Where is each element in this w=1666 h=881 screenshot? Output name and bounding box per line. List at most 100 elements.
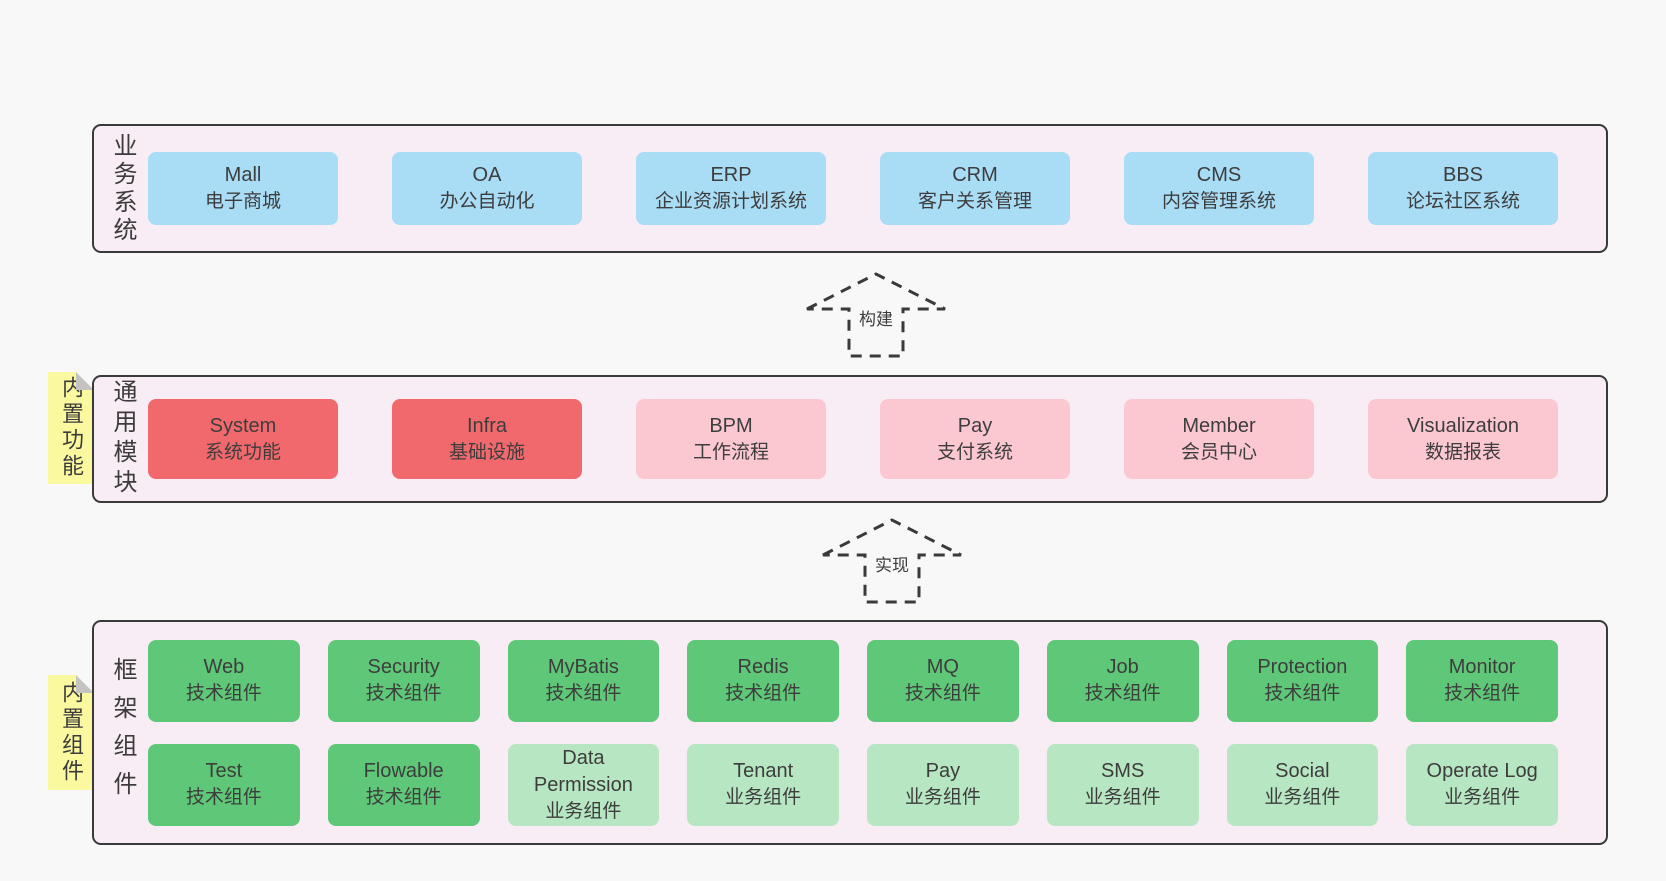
box-title: Tenant: [733, 760, 794, 783]
box-job: Job 技术组件: [1046, 639, 1199, 722]
box-title: Data Permission: [533, 746, 633, 796]
box-data-permission: Data Permission 业务组件: [507, 743, 660, 826]
box-title: SMS: [1100, 760, 1145, 783]
box-title: Redis: [737, 656, 789, 679]
box-title: Security: [367, 656, 440, 679]
box-subtitle: 论坛社区系统: [1405, 191, 1520, 213]
arrow-build: 构建: [806, 272, 946, 358]
box-test: Test 技术组件: [148, 743, 300, 826]
box-subtitle: 业务组件: [904, 787, 981, 809]
box-subtitle: 系统功能: [204, 441, 281, 463]
sticky-label: 内置组件: [59, 680, 84, 785]
box-social: Social 业务组件: [1226, 743, 1379, 826]
box-visualization: Visualization 数据报表: [1368, 399, 1558, 479]
box-operate-log: Operate Log 业务组件: [1406, 743, 1558, 826]
box-web: Web 技术组件: [148, 639, 300, 722]
box-title: Visualization: [1407, 414, 1519, 437]
box-subtitle: 技术组件: [1444, 683, 1521, 705]
box-mall: Mall 电子商城: [148, 152, 338, 225]
box-redis: Redis 技术组件: [687, 639, 839, 722]
box-title: CRM: [952, 164, 998, 187]
box-title: Infra: [466, 414, 508, 437]
layer-framework-components: 框架组件 Web 技术组件 Security 技术组件 MyBatis 技术组件…: [92, 620, 1608, 845]
box-crm: CRM 客户关系管理: [880, 152, 1070, 225]
layer-label: 通用模块: [109, 379, 136, 499]
box-subtitle: 技术组件: [365, 787, 442, 809]
box-title: Flowable: [363, 760, 444, 783]
box-title: Protection: [1257, 656, 1348, 679]
box-flowable: Flowable 技术组件: [327, 743, 480, 826]
box-subtitle: 业务组件: [1084, 787, 1161, 809]
box-title: BBS: [1442, 164, 1484, 187]
box-subtitle: 业务组件: [725, 787, 802, 809]
box-subtitle: 数据报表: [1424, 441, 1501, 463]
box-mybatis: MyBatis 技术组件: [507, 639, 660, 722]
box-subtitle: 业务组件: [545, 800, 622, 822]
box-subtitle: 技术组件: [1084, 683, 1161, 705]
box-member: Member 会员中心: [1124, 399, 1314, 479]
box-title: MQ: [926, 656, 959, 679]
sticky-note-built-in-components: 内置组件: [48, 675, 94, 790]
box-title: Operate Log: [1426, 760, 1538, 783]
box-subtitle: 电子商城: [204, 191, 281, 213]
box-row: Test 技术组件 Flowable 技术组件 Data Permission …: [148, 743, 1558, 826]
box-title: Mall: [224, 164, 262, 187]
box-subtitle: 技术组件: [545, 683, 622, 705]
box-monitor: Monitor 技术组件: [1406, 639, 1558, 722]
layer-common-modules: 通用模块 System 系统功能 Infra 基础设施 BPM 工作流程 Pay…: [92, 375, 1608, 503]
box-row: Web 技术组件 Security 技术组件 MyBatis 技术组件 Redi…: [148, 639, 1558, 722]
box-title: Test: [205, 760, 243, 783]
box-subtitle: 业务组件: [1444, 787, 1521, 809]
box-pay-component: Pay 业务组件: [867, 743, 1019, 826]
box-oa: OA 办公自动化: [392, 152, 582, 225]
box-tenant: Tenant 业务组件: [687, 743, 839, 826]
box-subtitle: 技术组件: [185, 787, 262, 809]
box-subtitle: 技术组件: [725, 683, 802, 705]
box-row: Mall 电子商城 OA 办公自动化 ERP 企业资源计划系统 CRM 客户关系…: [134, 152, 1606, 225]
arrow-implement: 实现: [822, 518, 962, 604]
box-title: CMS: [1196, 164, 1242, 187]
arrow-label: 构建: [855, 304, 897, 331]
box-title: Monitor: [1448, 656, 1516, 679]
box-title: MyBatis: [547, 656, 619, 679]
box-rows: Web 技术组件 Security 技术组件 MyBatis 技术组件 Redi…: [134, 639, 1606, 826]
arrow-label: 实现: [871, 550, 913, 577]
box-cms: CMS 内容管理系统: [1124, 152, 1314, 225]
box-title: System: [209, 414, 277, 437]
box-subtitle: 技术组件: [185, 683, 262, 705]
box-subtitle: 工作流程: [692, 441, 769, 463]
box-title: OA: [472, 164, 502, 187]
sticky-label: 内置功能: [59, 376, 84, 480]
box-subtitle: 支付系统: [936, 441, 1013, 463]
layer-label: 业务系统: [109, 132, 136, 245]
box-subtitle: 企业资源计划系统: [654, 191, 807, 213]
box-protection: Protection 技术组件: [1226, 639, 1379, 722]
box-row: System 系统功能 Infra 基础设施 BPM 工作流程 Pay 支付系统…: [134, 399, 1606, 479]
box-security: Security 技术组件: [327, 639, 480, 722]
box-mq: MQ 技术组件: [867, 639, 1019, 722]
box-subtitle: 内容管理系统: [1161, 191, 1276, 213]
box-title: Social: [1275, 760, 1330, 783]
box-title: ERP: [710, 164, 752, 187]
layer-business-systems: 业务系统 Mall 电子商城 OA 办公自动化 ERP 企业资源计划系统 CRM…: [92, 124, 1608, 253]
box-title: Job: [1106, 656, 1139, 679]
box-bpm: BPM 工作流程: [636, 399, 826, 479]
box-pay-system: Pay 支付系统: [880, 399, 1070, 479]
box-title: Member: [1182, 414, 1256, 437]
box-subtitle: 客户关系管理: [917, 191, 1032, 213]
box-subtitle: 业务组件: [1264, 787, 1341, 809]
sticky-note-built-in-features: 内置功能: [48, 372, 94, 484]
box-subtitle: 技术组件: [904, 683, 981, 705]
box-subtitle: 会员中心: [1180, 441, 1257, 463]
box-title: Pay: [957, 414, 993, 437]
box-infra: Infra 基础设施: [392, 399, 582, 479]
box-subtitle: 技术组件: [365, 683, 442, 705]
box-subtitle: 基础设施: [448, 441, 525, 463]
box-subtitle: 技术组件: [1264, 683, 1341, 705]
box-title: Web: [203, 656, 245, 679]
box-system: System 系统功能: [148, 399, 338, 479]
box-subtitle: 办公自动化: [439, 191, 535, 213]
box-sms: SMS 业务组件: [1046, 743, 1199, 826]
box-title: BPM: [709, 414, 753, 437]
